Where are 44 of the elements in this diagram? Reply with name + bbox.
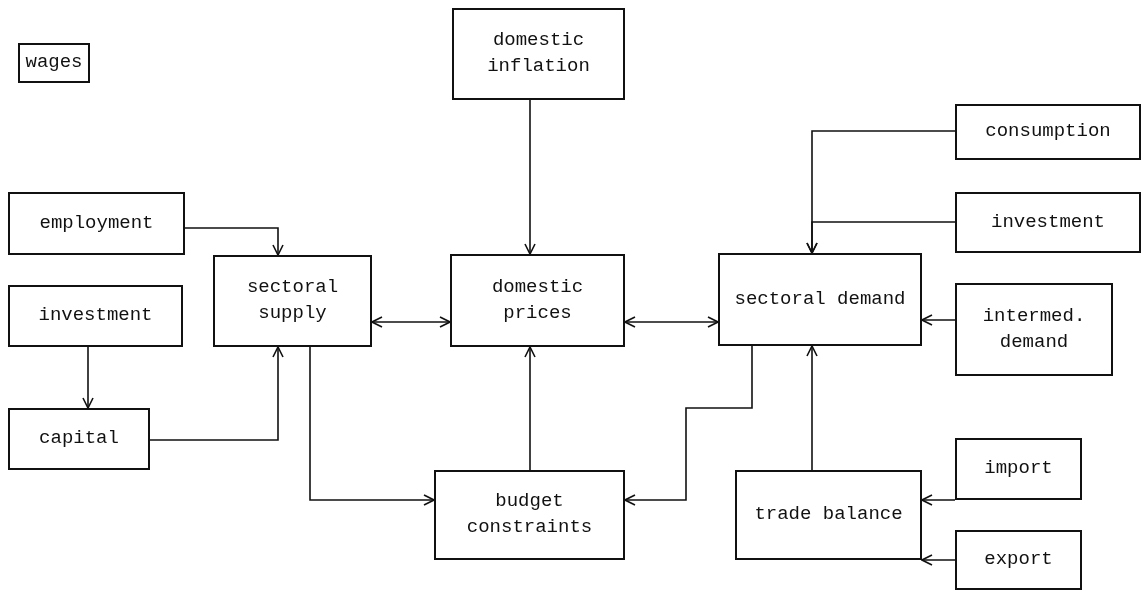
box-label: trade balance xyxy=(754,502,903,528)
process-box xyxy=(8,285,183,347)
arrow xyxy=(806,221,956,254)
process-box xyxy=(955,438,1082,500)
box-label: investment xyxy=(38,303,153,329)
process-box xyxy=(735,470,922,560)
arrow xyxy=(149,346,284,441)
process-box xyxy=(452,8,625,100)
process-box xyxy=(955,283,1113,376)
process-box xyxy=(450,254,625,347)
box-label: employment xyxy=(39,210,154,236)
box-label: consumption xyxy=(985,119,1111,145)
process-box xyxy=(8,408,150,470)
arrow xyxy=(524,346,536,471)
arrow xyxy=(806,345,818,471)
box-label: wages xyxy=(25,50,83,76)
arrow xyxy=(624,345,753,506)
arrow xyxy=(624,316,719,328)
box-label: sectoral demand xyxy=(734,286,906,312)
arrow xyxy=(184,227,284,256)
box-label: investment xyxy=(991,209,1105,235)
process-box xyxy=(955,192,1141,253)
arrow xyxy=(309,346,435,506)
process-box xyxy=(955,530,1082,590)
arrow xyxy=(82,346,94,409)
box-label: budget constraints xyxy=(465,489,594,540)
box-label: domestic prices xyxy=(490,274,585,326)
arrow xyxy=(371,316,451,328)
arrow xyxy=(921,494,956,506)
process-box xyxy=(8,192,185,255)
process-box xyxy=(213,255,372,347)
process-box xyxy=(434,470,625,560)
box-label: domestic inflation xyxy=(486,28,591,79)
arrow xyxy=(921,314,956,326)
box-label: import xyxy=(984,456,1053,482)
box-label: capital xyxy=(39,426,119,452)
process-box xyxy=(718,253,922,346)
arrow xyxy=(524,99,536,255)
box-label: export xyxy=(984,547,1053,573)
box-label: intermed. demand xyxy=(981,303,1087,355)
process-box xyxy=(18,43,90,83)
arrow xyxy=(921,554,956,566)
box-label: sectoral supply xyxy=(245,275,340,326)
process-box xyxy=(955,104,1141,160)
